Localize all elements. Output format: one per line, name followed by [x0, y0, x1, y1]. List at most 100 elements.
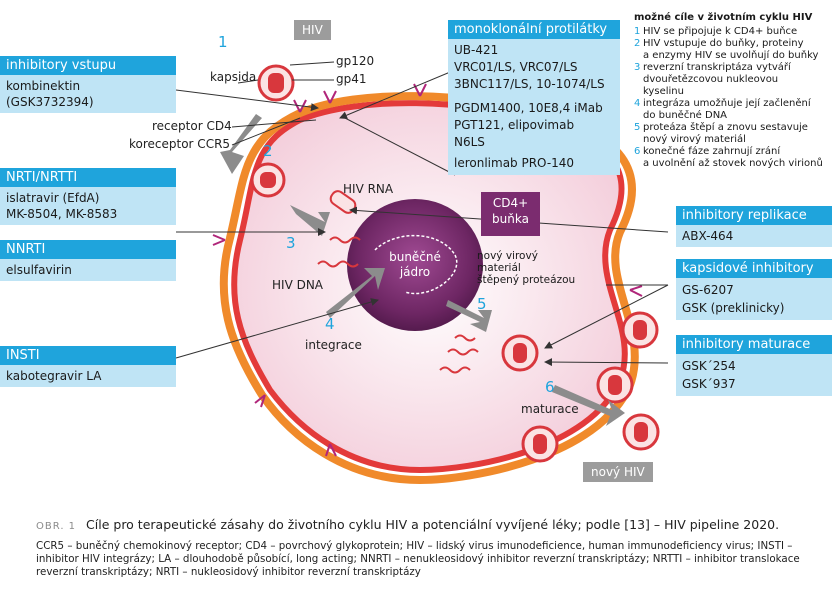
panel-insti: INSTI kabotegravir LA	[0, 346, 176, 387]
panel-insti-body: kabotegravir LA	[0, 365, 176, 387]
lifecycle-step-number: 2	[634, 38, 641, 49]
mab-item: leronlimab PRO-140	[454, 156, 575, 170]
lifecycle-step-line: dvouřetězcovou nukleovou	[643, 74, 779, 85]
panel-capsid-body: GS-6207 GSK (preklinicky)	[676, 278, 832, 320]
lifecycle-step-line: HIV vstupuje do buňky, proteiny	[643, 38, 804, 49]
mab-item: PGDM1400, 10E8,4 iMab	[454, 101, 603, 115]
cd4-cell-label: CD4+ buňka	[481, 195, 540, 227]
panel-entry-body: kombinektin (GSK3732394)	[0, 75, 176, 113]
virus-incoming	[257, 64, 295, 102]
caption-figure-number: OBR. 1	[36, 521, 77, 532]
panel-nrti: NRTI/NRTTI islatravir (EfdA) MK-8504, MK…	[0, 168, 176, 225]
panel-entry-inhibitors: inhibitory vstupu kombinektin (GSK373239…	[0, 56, 176, 113]
insti-item: kabotegravir LA	[6, 369, 102, 383]
panel-entry-header: inhibitory vstupu	[0, 56, 176, 75]
label-kapsida: kapsida	[210, 70, 257, 84]
cd4-line-1: CD4+	[492, 196, 529, 210]
panel-replication-inhibitors: inhibitory replikace ABX-464	[676, 206, 832, 247]
hiv-lifecycle-illustration	[175, 61, 669, 485]
label-hiv-dna: HIV DNA	[272, 278, 324, 292]
panel-nnrti-body: elsulfavirin	[0, 259, 176, 281]
capsid-item: GSK (preklinicky)	[682, 301, 785, 315]
panel-capsid-header: kapsidové inhibitory	[676, 259, 832, 278]
nucleus-label: buněčné jádro	[380, 250, 450, 280]
step-number-3: 3	[286, 234, 296, 252]
panel-replication-body: ABX-464	[676, 225, 832, 247]
capsid-item: GS-6207	[682, 283, 734, 297]
lifecycle-step-line: do buněčné DNA	[643, 110, 728, 121]
label-maturace: maturace	[521, 402, 579, 416]
panel-maturation-inhibitors: inhibitory maturace GSK´254 GSK´937	[676, 335, 832, 396]
panel-maturation-header: inhibitory maturace	[676, 335, 832, 354]
panel-monoclonal-antibodies: monoklonální protilátky UB-421 VRC01/LS,…	[448, 20, 620, 175]
mab-item: N6LS	[454, 135, 485, 149]
label-receptor-cd4: receptor CD4	[152, 119, 232, 133]
lifecycle-step-number: 4	[634, 98, 641, 109]
new-hiv-tag: nový HIV	[583, 462, 653, 482]
nrti-item: MK-8504, MK-8583	[6, 207, 118, 221]
hiv-tag: HIV	[294, 20, 331, 40]
cd4-cell-badge	[481, 192, 540, 236]
step-number-6: 6	[545, 378, 555, 396]
nnrti-item: elsulfavirin	[6, 263, 72, 277]
panel-nnrti-header: NNRTI	[0, 240, 176, 259]
lifecycle-step-line: a uvolnění až stovek nových virionů	[643, 158, 823, 169]
lifecycle-step-text: HIV se připojuje k CD4+ buňce	[643, 26, 797, 38]
lifecycle-step-line: proteáza štěpí a znovu sestavuje	[643, 122, 808, 133]
label-hiv-rna: HIV RNA	[343, 182, 394, 196]
virus-entering	[250, 162, 286, 198]
lifecycle-step-number: 3	[634, 62, 641, 73]
virus-budding	[501, 334, 539, 372]
mab-item: PGT121, elipovimab	[454, 118, 575, 132]
new-material-line-1: nový virový	[477, 250, 538, 262]
nucleic-acid-strands	[317, 236, 479, 374]
panel-mab-header: monoklonální protilátky	[448, 20, 620, 39]
connector-lines	[175, 61, 669, 367]
label-koreceptor-ccr5: koreceptor CCR5	[129, 137, 231, 151]
lifecycle-step-number: 5	[634, 122, 641, 133]
panel-maturation-body: GSK´254 GSK´937	[676, 354, 832, 396]
mab-item: 3BNC117/LS, 10-1074/LS	[454, 77, 605, 91]
label-integrace: integrace	[305, 338, 362, 352]
diagram-stage: HIV nový HIV CD4+ buňka buněčné jádro gp…	[0, 12, 834, 485]
nrti-item: islatravir (EfdA)	[6, 191, 100, 205]
step-number-2: 2	[263, 142, 273, 160]
replication-item: ABX-464	[682, 229, 734, 243]
virus-new-1	[621, 311, 659, 349]
label-new-material: nový virový materiál štěpený proteázou	[477, 250, 575, 286]
nucleus-line-2: jádro	[399, 265, 431, 279]
step-number-1: 1	[218, 33, 228, 51]
new-material-line-3: štěpený proteázou	[477, 274, 576, 286]
panel-replication-header: inhibitory replikace	[676, 206, 832, 225]
new-material-line-2: materiál	[477, 262, 521, 274]
lifecycle-step-line: konečné fáze zahrnují zrání	[643, 146, 781, 157]
maturation-item: GSK´254	[682, 359, 736, 373]
panel-mab-body: UB-421 VRC01/LS, VRC07/LS 3BNC117/LS, 10…	[448, 39, 620, 175]
lifecycle-step-line: nový virový materiál	[643, 134, 746, 145]
panel-capsid-inhibitors: kapsidové inhibitory GS-6207 GSK (prekli…	[676, 259, 832, 320]
cell-nucleus	[347, 199, 483, 331]
lifecycle-step-number: 1	[634, 26, 641, 37]
cd4-line-2: buňka	[492, 212, 529, 226]
lifecycle-step-line: integráza umožňuje její začlenění	[643, 98, 811, 109]
mab-item: UB-421	[454, 43, 499, 57]
panel-insti-header: INSTI	[0, 346, 176, 365]
lifecycle-step-line: reverzní transkriptáza vytváří	[643, 62, 791, 73]
step-number-5: 5	[477, 295, 487, 313]
mab-item: VRC01/LS, VRC07/LS	[454, 60, 578, 74]
label-gp120: gp120	[336, 54, 375, 68]
caption-abbreviations: CCR5 – buněčný chemokinový receptor; CD4…	[36, 540, 800, 578]
label-gp41: gp41	[336, 72, 367, 86]
virus-new-4	[622, 413, 660, 451]
